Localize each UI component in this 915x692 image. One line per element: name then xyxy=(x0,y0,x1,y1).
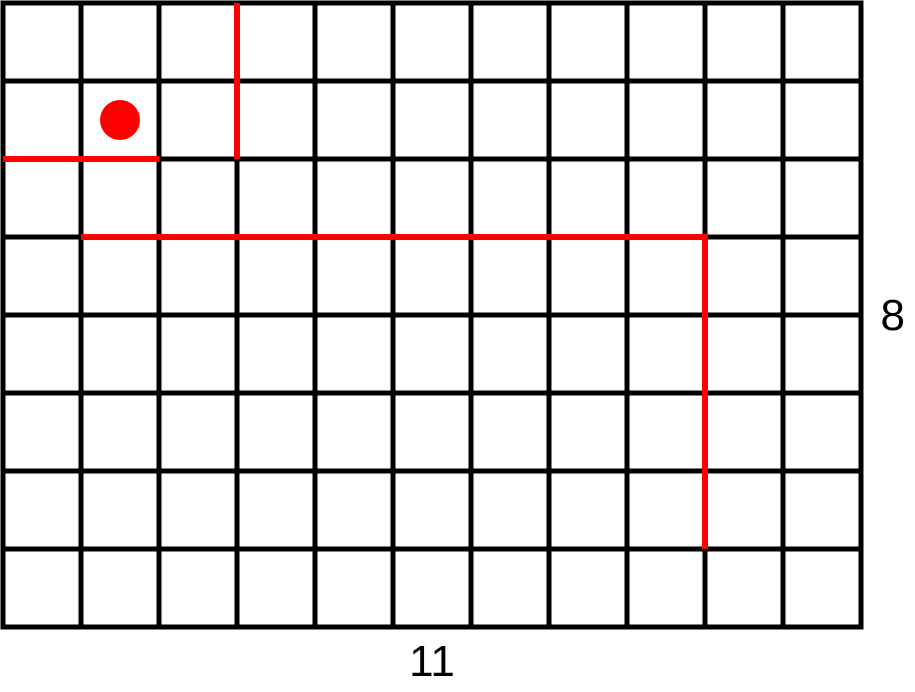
marker-layer xyxy=(100,100,140,140)
red-dot-marker xyxy=(100,100,140,140)
wall-corner-joint xyxy=(702,234,708,240)
columns-count-label: 11 xyxy=(409,637,455,686)
rows-count-label: 8 xyxy=(881,291,905,340)
grid-lines xyxy=(0,0,864,630)
red-walls xyxy=(3,3,708,549)
